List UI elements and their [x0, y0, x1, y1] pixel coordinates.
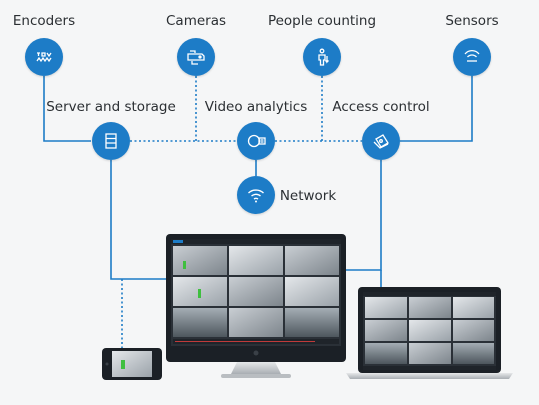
line-server-monitor: [110, 160, 170, 280]
line-sensors-access: [400, 76, 473, 142]
laptop: [346, 287, 513, 379]
video-analytics-icon: [247, 134, 266, 148]
video-analytics-node: [237, 122, 275, 160]
label-server-storage: Server and storage: [46, 99, 176, 115]
network-node: [237, 176, 275, 214]
access-control-icon: [373, 134, 389, 149]
label-encoders: Encoders: [12, 13, 76, 29]
label-sensors: Sensors: [445, 13, 499, 29]
server-icon: [105, 133, 117, 149]
label-video-analytics: Video analytics: [204, 99, 308, 115]
label-access-control: Access control: [332, 99, 430, 115]
encoder-icon: [36, 52, 52, 63]
people-counting-icon: [318, 48, 329, 66]
camera-icon: [187, 50, 205, 65]
sensor-icon: [464, 50, 480, 62]
cameras-node: [177, 38, 215, 76]
label-cameras: Cameras: [165, 13, 227, 29]
label-network: Network: [279, 188, 337, 204]
access-control-node: [362, 122, 400, 160]
desktop-monitor: [166, 234, 346, 378]
sensors-node: [453, 38, 491, 76]
wifi-icon: [248, 189, 264, 203]
encoders-node: [25, 38, 63, 76]
server-storage-node: [92, 122, 130, 160]
label-people-counting: People counting: [267, 13, 377, 29]
tablet: [102, 348, 162, 380]
people-counting-node: [303, 38, 341, 76]
line-encoders-server: [43, 76, 91, 142]
